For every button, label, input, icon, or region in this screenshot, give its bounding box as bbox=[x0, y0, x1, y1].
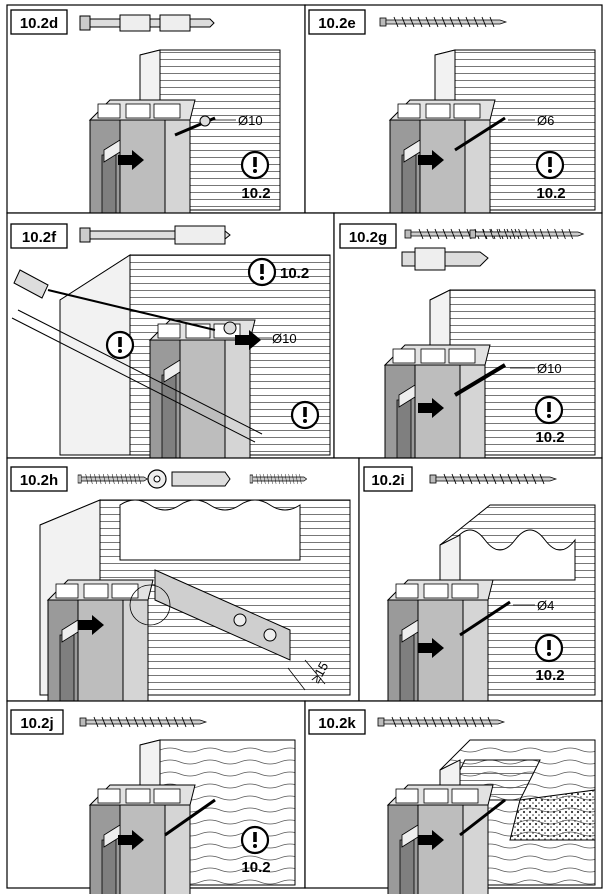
caution-icon bbox=[240, 150, 270, 180]
panel-label: 10.2f bbox=[22, 229, 57, 246]
anchor-plug-icon bbox=[79, 14, 215, 32]
diameter-label: Ø6 bbox=[537, 113, 554, 128]
reference-note: 10.2 bbox=[536, 185, 565, 202]
diameter-label: Ø10 bbox=[238, 113, 263, 128]
reference-note: 10.2 bbox=[241, 185, 270, 202]
reference-note: 10.2 bbox=[535, 429, 564, 446]
panel-10-2k: 10.2k bbox=[304, 700, 603, 894]
anchor-plug-icon bbox=[171, 471, 231, 487]
panel-10-2e: 10.2e Ø6 10.2 bbox=[304, 4, 603, 251]
panel-10-2g: 10.2g Ø10 10.2 bbox=[333, 212, 603, 496]
panel-10-2h: 10.2h ≥15 bbox=[6, 457, 360, 731]
panel-label: 10.2h bbox=[20, 472, 58, 489]
panel-label: 10.2i bbox=[371, 472, 404, 489]
reference-note: 10.2 bbox=[241, 859, 270, 876]
reference-note: 10.2 bbox=[280, 265, 309, 282]
diameter-label: Ø10 bbox=[272, 331, 297, 346]
caution-icon bbox=[290, 400, 320, 430]
caution-icon bbox=[534, 633, 564, 663]
panel-10-2j: 10.2j 10.2 bbox=[6, 700, 306, 894]
caution-icon bbox=[247, 257, 277, 287]
caution-icon bbox=[240, 825, 270, 855]
diameter-label: Ø10 bbox=[537, 361, 562, 376]
caution-icon bbox=[535, 150, 565, 180]
caution-icon bbox=[534, 395, 564, 425]
panel-10-2d: 10.2d Ø10 10.2 bbox=[6, 4, 306, 251]
panel-label: 10.2j bbox=[20, 715, 53, 732]
diameter-label: Ø4 bbox=[537, 598, 554, 613]
panel-10-2f: 10.2f Ø10 10.2 bbox=[6, 212, 335, 471]
panel-10-2i: 10.2i Ø4 10.2 bbox=[358, 457, 603, 731]
anchor-plug-icon bbox=[401, 247, 489, 271]
panel-label: 10.2e bbox=[318, 15, 356, 32]
reference-note: 10.2 bbox=[535, 667, 564, 684]
panel-label: 10.2k bbox=[318, 715, 356, 732]
panel-label: 10.2g bbox=[349, 229, 387, 246]
anchor-plug-icon bbox=[79, 225, 231, 245]
panel-label: 10.2d bbox=[20, 15, 58, 32]
caution-icon bbox=[105, 330, 135, 360]
